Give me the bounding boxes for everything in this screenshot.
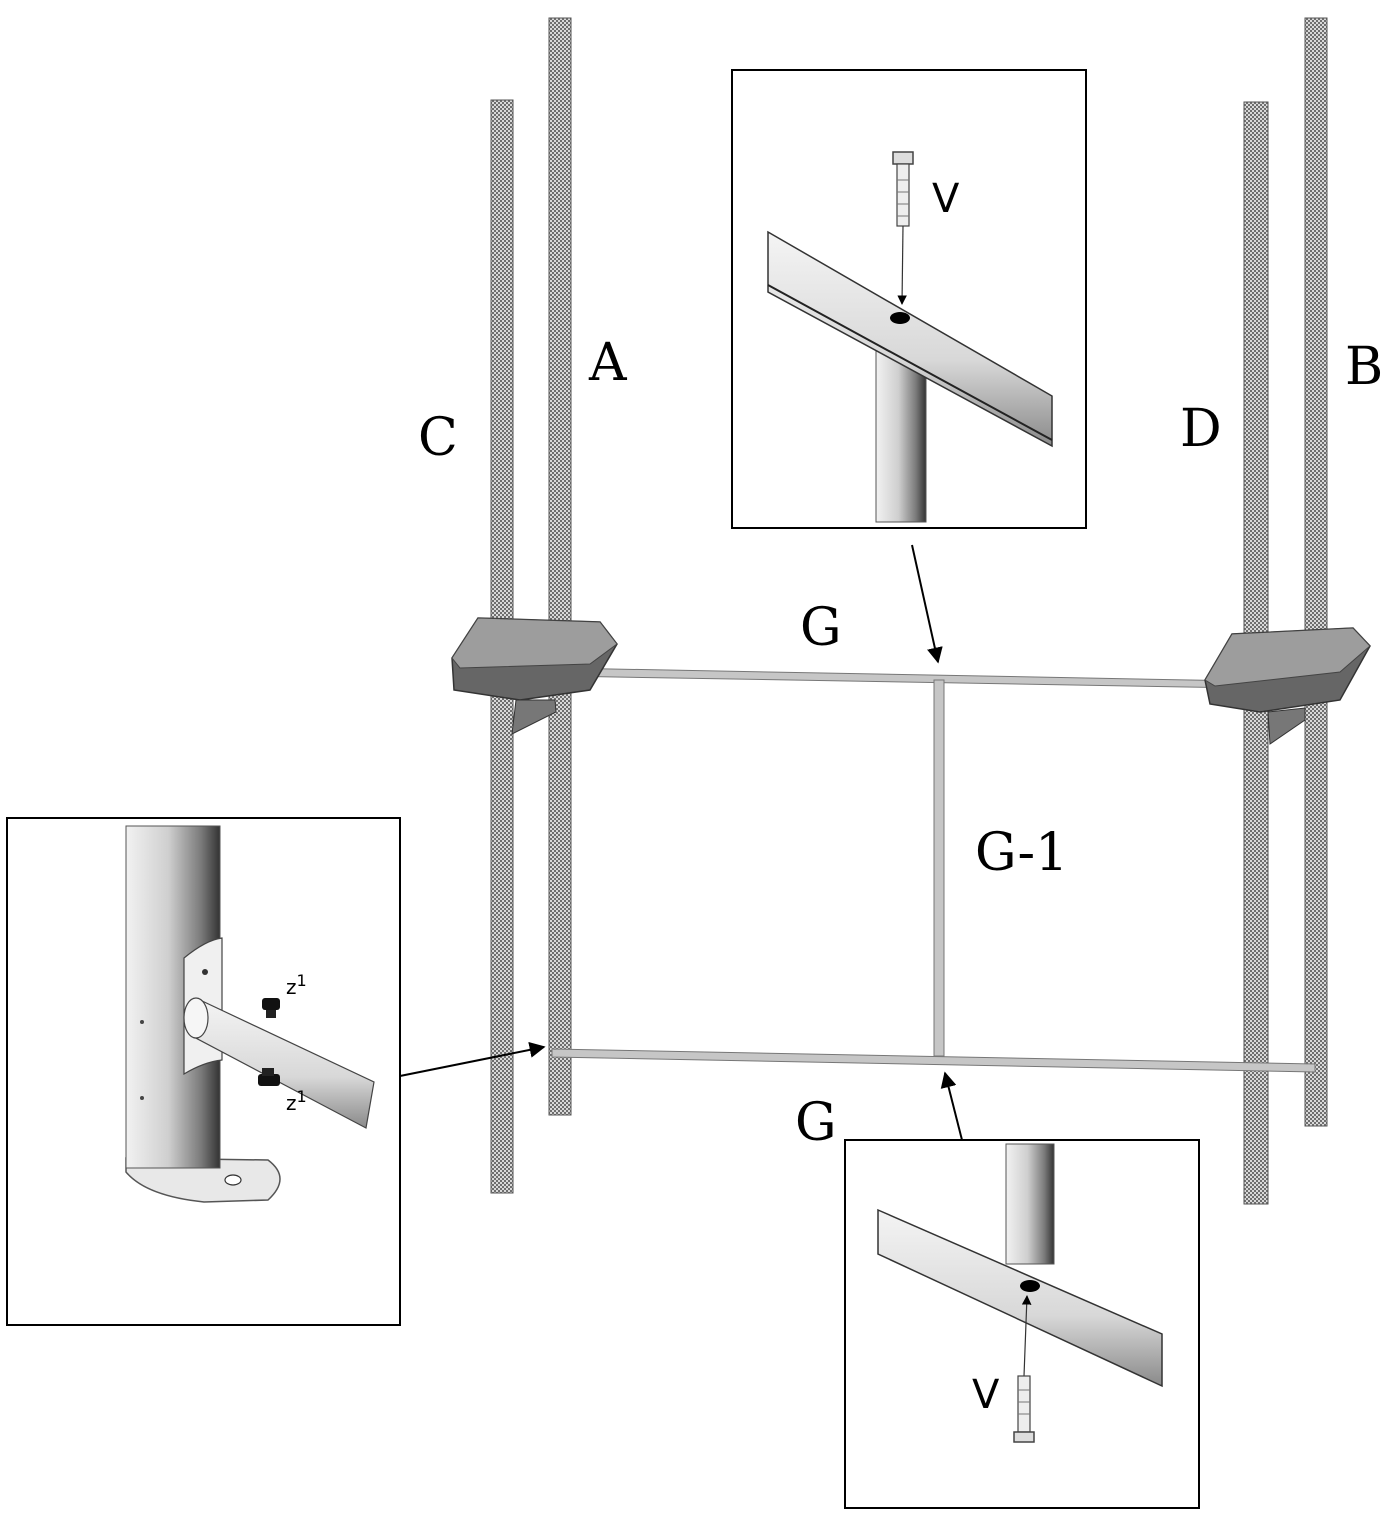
bolt-z1-lower <box>258 1068 280 1086</box>
rail-top <box>559 667 1245 689</box>
label-post-a: A <box>588 333 628 393</box>
rail-bottom <box>551 1048 1316 1073</box>
arrow-top-inset <box>911 544 943 664</box>
inset-bottom: V <box>844 1139 1200 1509</box>
post-a <box>548 17 572 1116</box>
bracket-left <box>451 617 618 735</box>
screw-v-bottom <box>1013 1295 1035 1443</box>
label-post-b: B <box>1345 337 1383 397</box>
label-post-c: C <box>418 408 458 468</box>
label-bolt-lower: z1 <box>286 1087 307 1115</box>
bolt-z1-upper <box>262 998 280 1018</box>
screw-v-top <box>892 151 914 305</box>
label-bolt-upper: z1 <box>286 971 307 999</box>
arrow-bottom-inset <box>940 1071 963 1141</box>
label-rail-top: G <box>800 598 842 658</box>
label-screw-top: V <box>932 176 960 222</box>
inset-top: V <box>731 69 1087 529</box>
arrow-left-inset <box>399 1042 546 1077</box>
post-b <box>1304 17 1328 1127</box>
bracket-right <box>1204 627 1371 745</box>
label-rail-bottom: G <box>795 1093 837 1153</box>
label-post-d: D <box>1180 399 1222 459</box>
center-post-g1 <box>933 679 945 1057</box>
inset-left: z1 z1 <box>6 817 401 1326</box>
label-center-post: G-1 <box>975 823 1068 883</box>
label-screw-bottom: V <box>972 1372 1000 1418</box>
